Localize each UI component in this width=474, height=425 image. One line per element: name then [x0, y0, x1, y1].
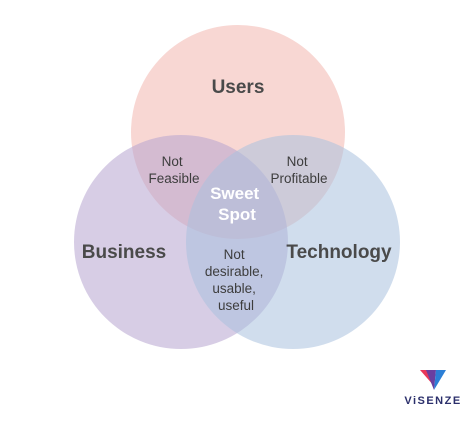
overlap-users-technology-label: Not Profitable: [270, 154, 327, 186]
overlap-users-business-line: Not: [162, 154, 183, 169]
overlap-business-technology-label: Not desirable, usable, useful: [205, 247, 267, 313]
overlap-business-technology-line: desirable,: [205, 264, 264, 279]
overlap-users-technology-line: Not: [287, 154, 308, 169]
users-label: Users: [212, 77, 265, 98]
technology-label: Technology: [286, 242, 392, 263]
overlap-users-technology-line: Profitable: [270, 171, 327, 186]
sweet-spot-label: Sweet Spot: [210, 184, 264, 224]
overlap-users-business-label: Not Feasible: [148, 154, 199, 186]
technology-circle: [186, 135, 400, 349]
brand-name: ViSENZE: [404, 395, 461, 407]
logo-mark-middle: [426, 370, 436, 390]
business-label: Business: [82, 242, 166, 263]
sweet-spot-line: Sweet: [210, 184, 259, 203]
overlap-business-technology-line: usable,: [212, 281, 256, 296]
logo-mark-right: [434, 370, 446, 390]
overlap-business-technology-line: useful: [218, 298, 254, 313]
visenze-logo: ViSENZE: [404, 370, 461, 407]
overlap-business-technology-line: Not: [224, 247, 245, 262]
overlap-users-business-line: Feasible: [148, 171, 199, 186]
sweet-spot-line: Spot: [218, 205, 256, 224]
